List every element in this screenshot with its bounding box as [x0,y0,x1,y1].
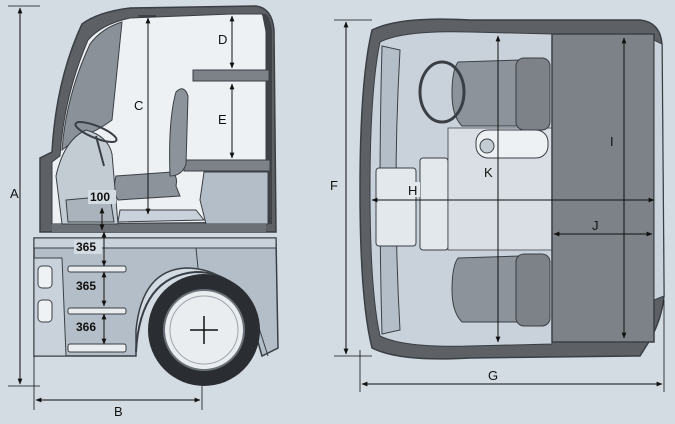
headlight-upper [37,265,53,289]
dim-i-label: I [610,134,614,149]
top-bunk [551,33,655,343]
dim-k-label: K [484,165,493,180]
step-3 [67,343,127,353]
step-2 [67,307,127,315]
dim-e-label: E [218,112,227,127]
console-mid [419,157,449,251]
lower-bunk [183,159,271,172]
side-dimensions: A B C D E 100 365 365 366 [8,5,235,419]
dim-j-label: J [592,218,599,233]
step-value-3: 365 [76,279,96,293]
console-left [375,167,417,247]
side-view [33,5,279,386]
steering-wheel [74,121,118,143]
windscreen [61,21,123,152]
dim-d-label: D [218,32,227,47]
step-value-1: 100 [90,190,110,204]
step-value-4: 366 [76,320,96,334]
dim-g-label: G [488,368,498,383]
dim-c-label: C [134,98,143,113]
dim-h-label: H [408,183,417,198]
dim-b-label: B [114,404,123,419]
step-value-2: 365 [76,240,96,254]
top-dimensions: F G H K I J [330,19,665,392]
dim-a-label: A [10,186,19,201]
upper-bunk [192,69,270,82]
step-1 [67,265,127,273]
top-view [359,18,665,360]
top-steering-wheel [418,60,466,124]
dim-f-label: F [330,178,338,193]
headlight-lower [37,299,53,323]
